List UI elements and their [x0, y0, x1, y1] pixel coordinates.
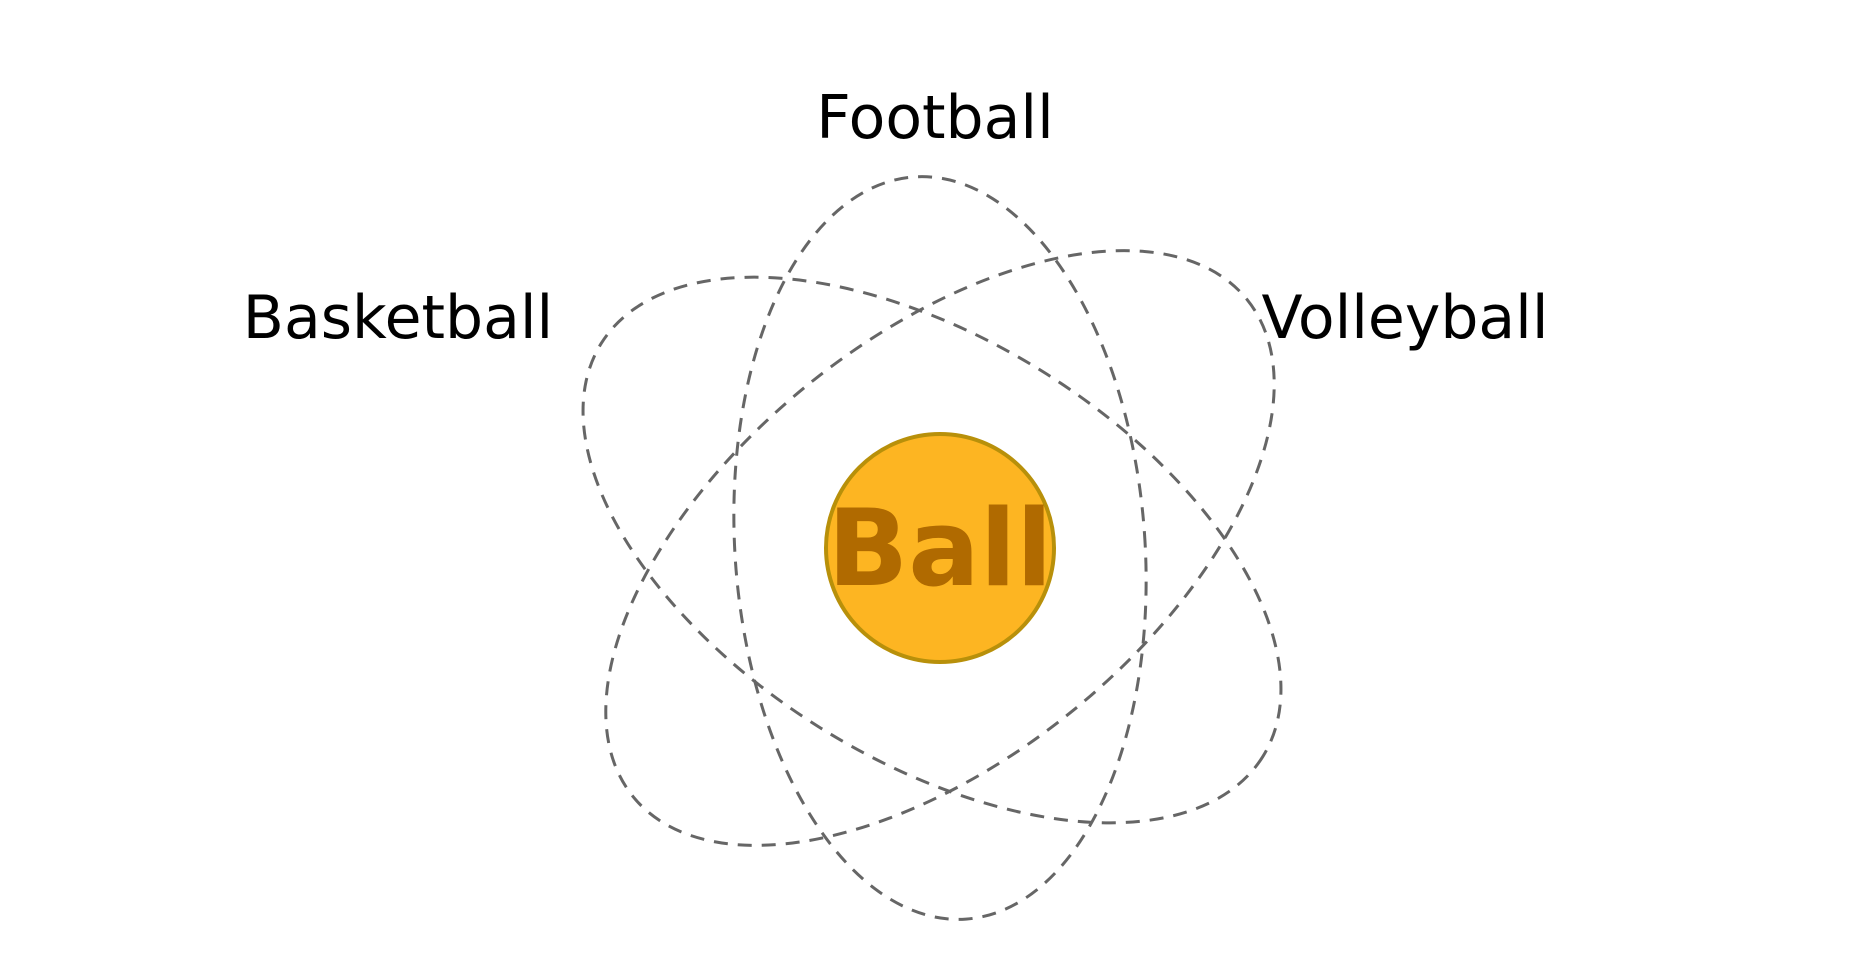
- orbit-football: [732, 175, 1148, 921]
- center-node: Ball: [824, 432, 1056, 664]
- branch-label-volleyball: Volleyball: [1261, 283, 1548, 353]
- orbits: [581, 175, 1283, 921]
- center-circle: [824, 432, 1056, 664]
- branch-label-football: Football: [816, 83, 1054, 153]
- orbit-basketball: [581, 275, 1283, 825]
- center-label: Ball: [828, 487, 1053, 610]
- orbit-volleyball: [604, 249, 1276, 847]
- branch-label-basketball: Basketball: [243, 283, 553, 353]
